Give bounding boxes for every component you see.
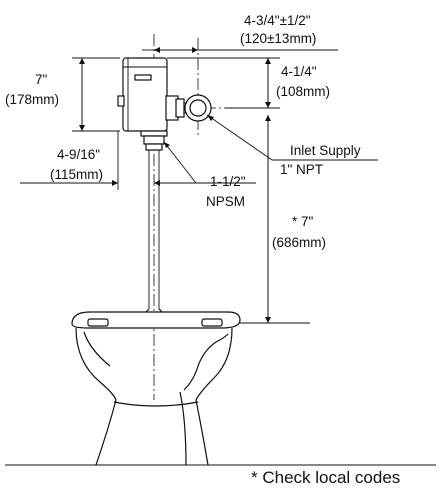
spud-coupling — [140, 130, 168, 151]
body-height-label: 7" — [35, 72, 48, 87]
pipe-size-leader — [163, 141, 256, 184]
dim-body-height — [72, 57, 120, 132]
pipe-size-label: 1-1/2" — [210, 174, 246, 189]
footnote: * Check local codes — [251, 468, 400, 487]
pipe-size-thread: NPSM — [206, 194, 245, 209]
dim-inlet-height — [167, 57, 280, 109]
inlet-supply-size: 1" NPT — [280, 162, 323, 177]
bowl-height-label: * 7" — [292, 214, 314, 229]
spud-offset-metric: (115mm) — [50, 167, 103, 182]
inlet-fitting — [165, 94, 212, 122]
dim-offset-width — [142, 47, 338, 53]
bowl-height-metric: (686mm) — [272, 235, 326, 250]
dim-spud-offset — [20, 131, 196, 190]
inlet-height-label: 4-1/4" — [281, 64, 317, 79]
body-height-metric: (178mm) — [5, 92, 59, 107]
inlet-supply-label: Inlet Supply — [290, 143, 361, 158]
spud-offset-label: 4-9/16" — [57, 147, 100, 162]
dim-bowl-height — [240, 115, 310, 324]
offset-width-label: 4-3/4"±1/2" — [244, 13, 311, 28]
flushometer-body — [117, 57, 168, 132]
offset-width-metric: (120±13mm) — [240, 31, 316, 46]
inlet-supply-leader — [206, 114, 378, 161]
inlet-height-metric: (108mm) — [276, 84, 330, 99]
toilet-bowl — [71, 311, 241, 466]
